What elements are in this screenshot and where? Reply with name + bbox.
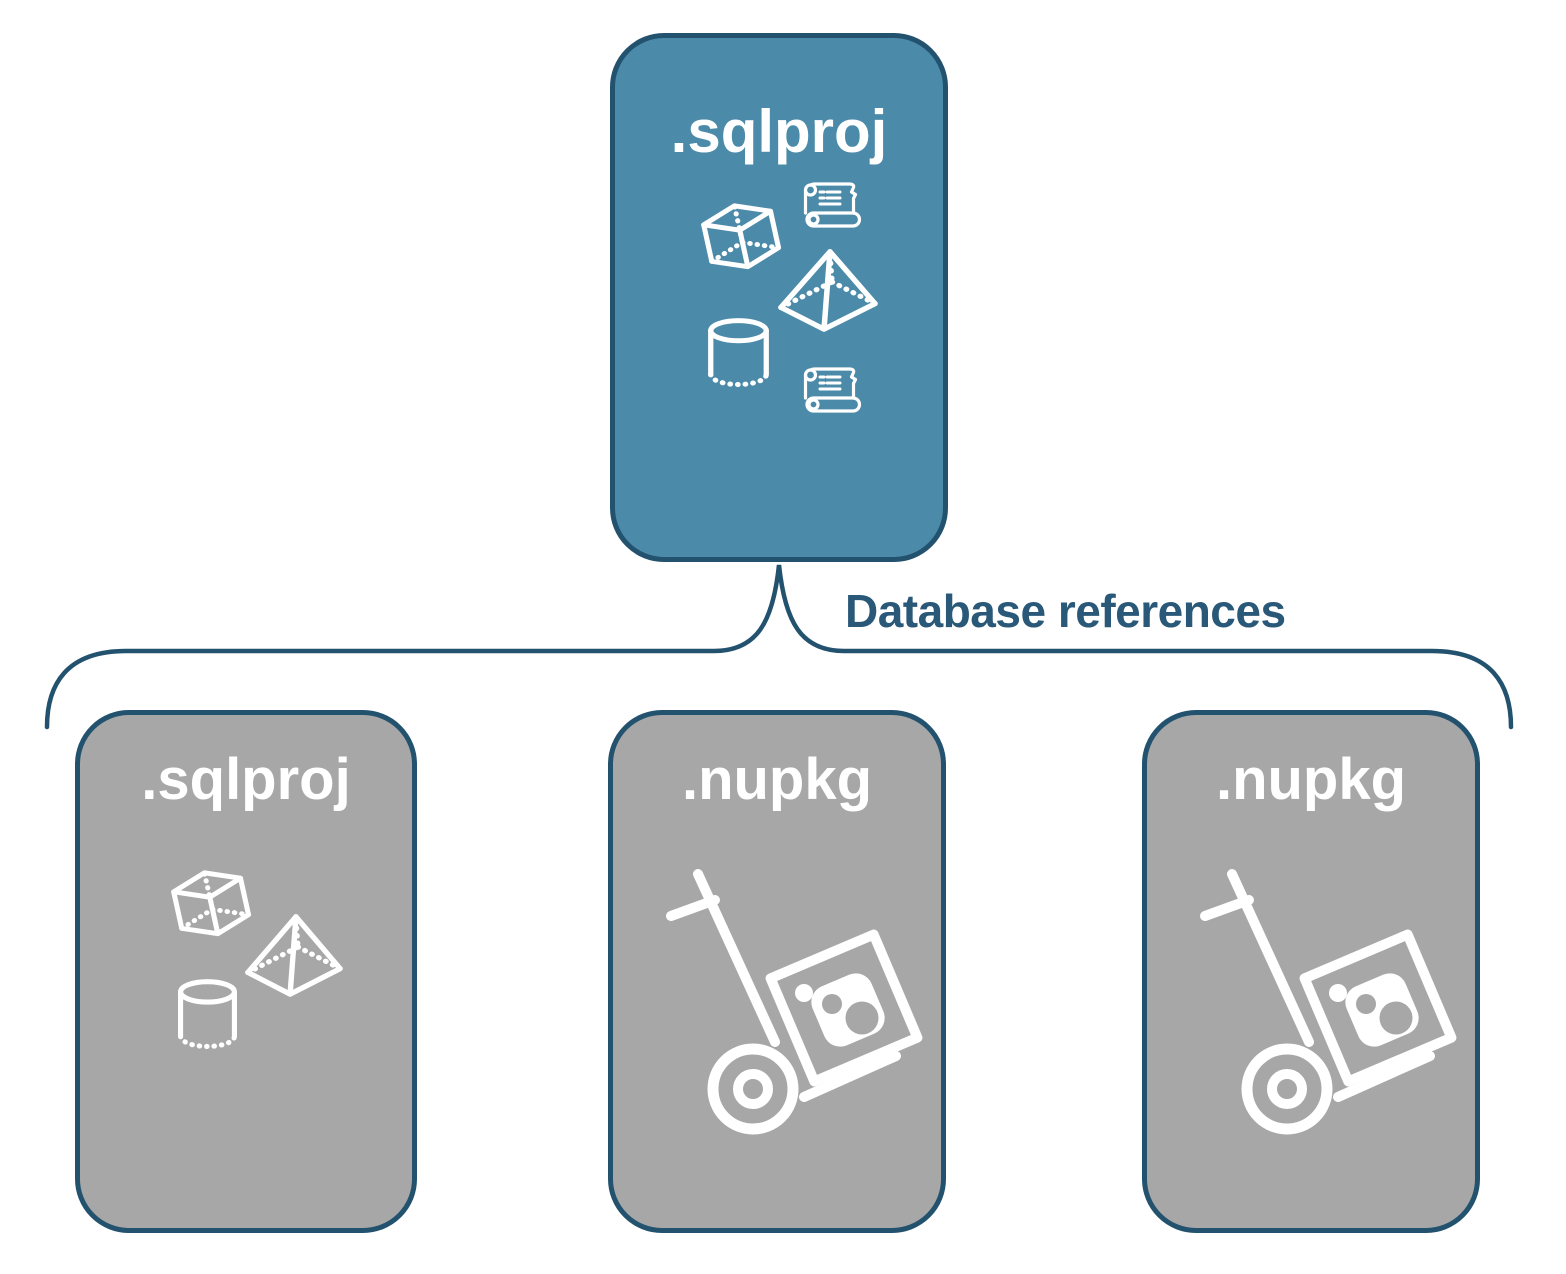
cylinder-icon <box>705 317 772 390</box>
pyramid-icon <box>778 247 878 332</box>
child-node-nupkg-1: .nupkg <box>608 710 946 1233</box>
sql-script-icon <box>803 180 865 232</box>
connector-label: Database references <box>845 585 1286 637</box>
cylinder-icon <box>175 978 240 1052</box>
child-node-label: .nupkg <box>1215 747 1407 812</box>
root-node-sqlproj: .sqlproj <box>610 33 948 562</box>
child-node-label: .sqlproj <box>141 747 351 812</box>
cube-icon <box>700 198 783 278</box>
child-node-sqlproj: .sqlproj <box>75 710 417 1233</box>
child-node-nupkg-2: .nupkg <box>1142 710 1480 1233</box>
cube-icon <box>170 865 253 945</box>
nuget-handtruck-icon <box>663 867 933 1137</box>
root-node-label: .sqlproj <box>670 98 888 165</box>
sql-script-icon <box>803 365 865 417</box>
pyramid-icon <box>245 912 343 997</box>
nuget-handtruck-icon <box>1197 867 1467 1137</box>
child-node-label: .nupkg <box>681 747 873 812</box>
